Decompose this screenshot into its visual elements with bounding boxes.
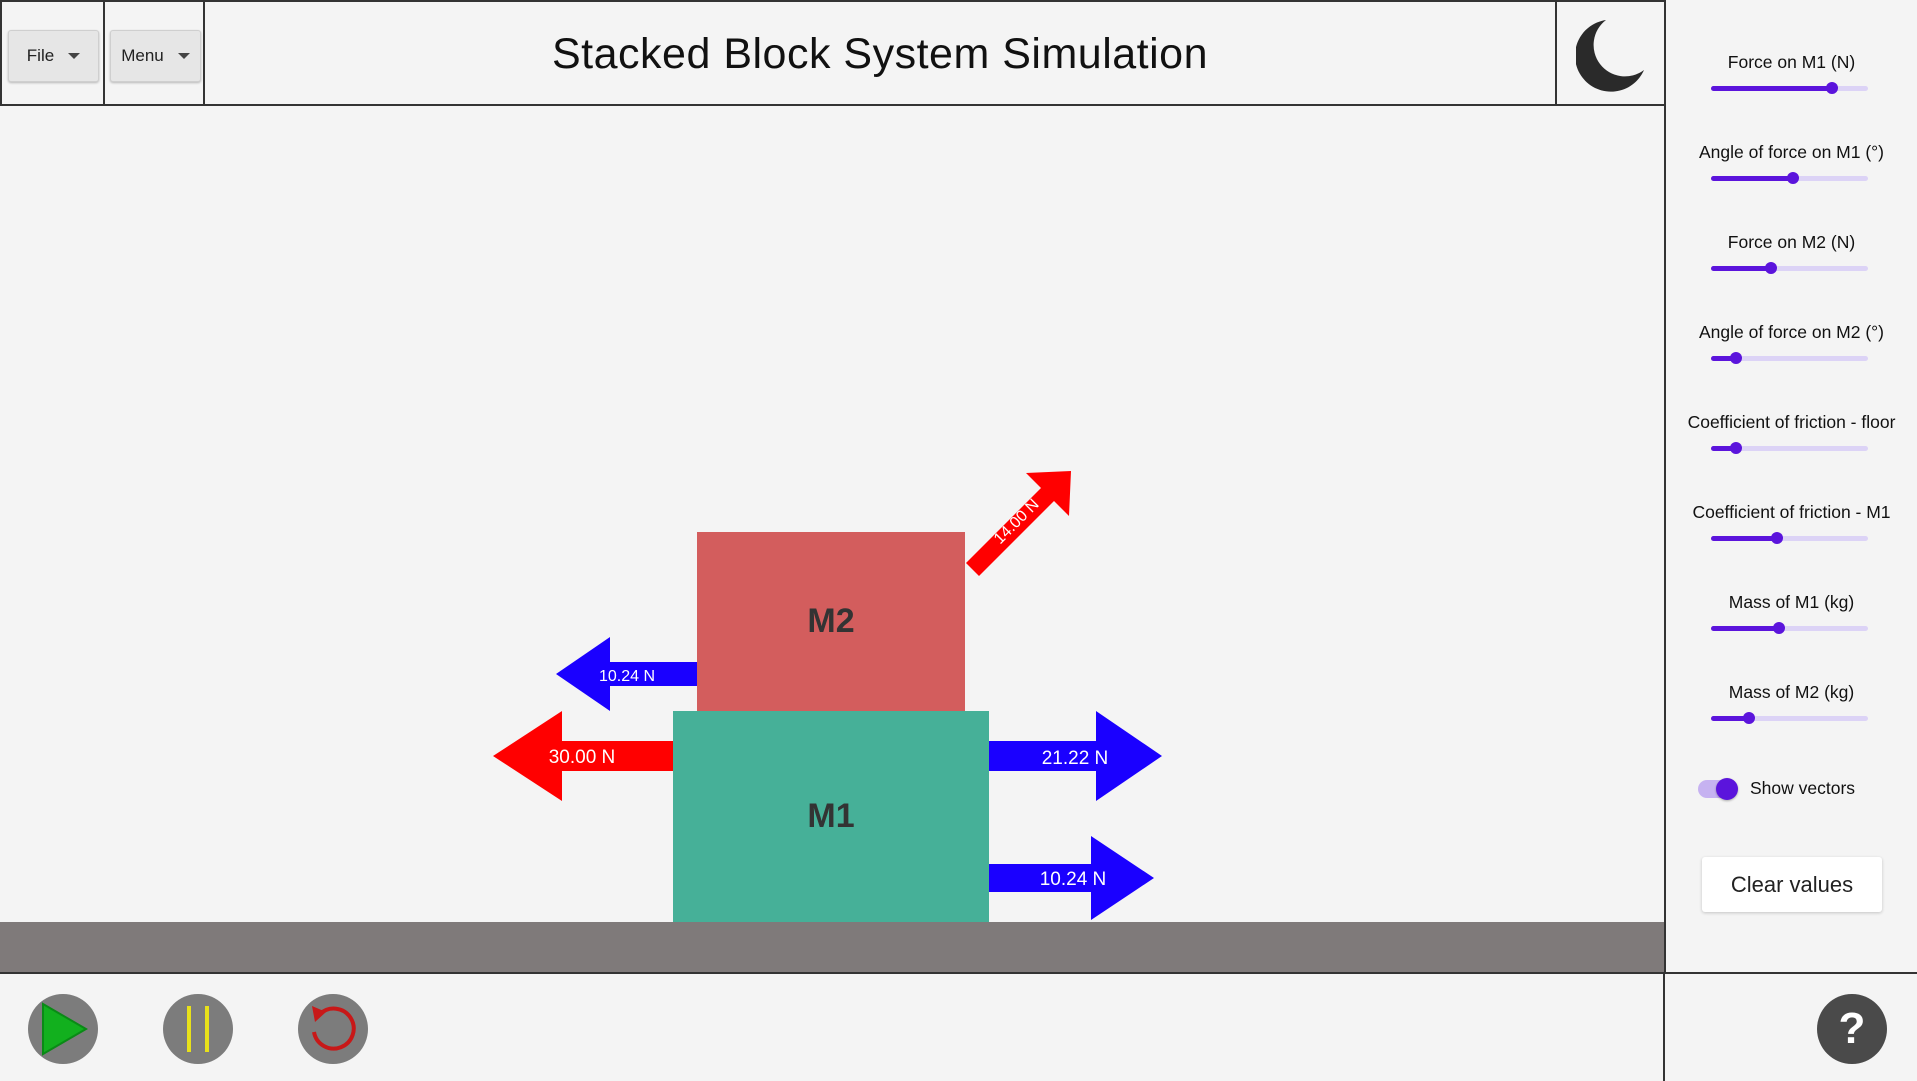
controls-sidebar: Force on M1 (N) Angle of force on M1 (°)… (1664, 0, 1917, 974)
header-bar: File Menu Stacked Block System Simulatio… (0, 0, 1664, 106)
m2-applied-force-label: 14.00 N (991, 496, 1043, 548)
m1-right-upper-vector: 21.22 N (989, 711, 1162, 801)
slider-fill (1711, 176, 1793, 181)
block-m2: M2 (697, 532, 965, 711)
floor (0, 922, 1664, 972)
control-label: Angle of force on M2 (°) (1699, 322, 1884, 342)
force-m1-slider[interactable] (1711, 82, 1868, 94)
block-m1-label: M1 (807, 797, 855, 835)
control-force-m1: Force on M1 (N) (1666, 52, 1917, 73)
slider-thumb[interactable] (1764, 262, 1777, 274)
block-m1: M1 (673, 711, 989, 922)
m1-right-lower-label: 10.24 N (1040, 869, 1107, 890)
slider-fill (1711, 536, 1777, 541)
help-button[interactable]: ? (1817, 994, 1887, 1064)
footer-bar: ? (0, 972, 1917, 1081)
slider-fill (1711, 86, 1832, 91)
block-m2-label: M2 (807, 602, 855, 640)
slider-thumb[interactable] (1772, 622, 1785, 634)
control-mass-m2: Mass of M2 (kg) (1666, 682, 1917, 703)
slider-fill (1711, 446, 1737, 451)
m2-applied-force-vector: 14.00 N (966, 471, 1071, 576)
slider-thumb[interactable] (1730, 442, 1743, 454)
file-menu-button[interactable]: File (8, 30, 99, 82)
reset-button[interactable] (298, 994, 368, 1064)
m2-friction-label: 10.24 N (599, 668, 655, 685)
clear-values-button[interactable]: Clear values (1702, 857, 1882, 912)
slider-thumb[interactable] (1730, 352, 1743, 364)
control-label: Angle of force on M1 (°) (1699, 142, 1884, 162)
footer-divider (1663, 974, 1665, 1081)
control-label: Mass of M1 (kg) (1728, 592, 1855, 612)
toggle-knob (1716, 778, 1738, 800)
header-divider (203, 2, 205, 106)
control-label: Coefficient of friction - M1 (1692, 502, 1891, 522)
m2-friction-vector: 10.24 N (556, 637, 697, 711)
slider-thumb[interactable] (1742, 712, 1755, 724)
play-button[interactable] (28, 994, 98, 1064)
m1-right-lower-vector: 10.24 N (989, 836, 1154, 920)
slider-fill (1711, 356, 1737, 361)
vector-layer: 14.00 N 10.24 N 30.00 N 21.22 N 10.24 N (493, 471, 1162, 920)
angle-m2-slider[interactable] (1711, 352, 1868, 364)
main-menu-button[interactable]: Menu (110, 30, 201, 82)
slider-fill (1711, 266, 1771, 271)
angle-m1-slider[interactable] (1711, 172, 1868, 184)
play-icon (42, 1002, 88, 1056)
show-vectors-label: Show vectors (1750, 778, 1856, 798)
pause-button[interactable] (163, 994, 233, 1064)
chevron-down-icon (68, 53, 81, 59)
m1-applied-force-label: 30.00 N (549, 747, 616, 768)
control-label: Force on M2 (N) (1727, 232, 1856, 252)
m1-applied-force-vector: 30.00 N (493, 711, 673, 801)
file-menu-label: File (26, 46, 55, 65)
control-label: Mass of M2 (kg) (1728, 682, 1855, 702)
friction-floor-slider[interactable] (1711, 442, 1868, 454)
show-vectors-toggle[interactable] (1698, 778, 1738, 800)
control-label: Coefficient of friction - floor (1687, 412, 1896, 432)
control-label: Force on M1 (N) (1727, 52, 1856, 72)
theme-toggle-button[interactable] (1574, 18, 1646, 92)
slider-thumb[interactable] (1825, 82, 1838, 94)
control-angle-m2: Angle of force on M2 (°) (1666, 322, 1917, 343)
slider-thumb[interactable] (1786, 172, 1799, 184)
slider-fill (1711, 716, 1749, 721)
control-mass-m1: Mass of M1 (kg) (1666, 592, 1917, 613)
force-m2-slider[interactable] (1711, 262, 1868, 274)
slider-thumb[interactable] (1770, 532, 1783, 544)
control-angle-m1: Angle of force on M1 (°) (1666, 142, 1917, 163)
friction-m1-slider[interactable] (1711, 532, 1868, 544)
header-divider (1555, 2, 1557, 106)
mass-m2-slider[interactable] (1711, 712, 1868, 724)
chevron-down-icon (177, 53, 190, 59)
mass-m1-slider[interactable] (1711, 622, 1868, 634)
m1-right-upper-label: 21.22 N (1042, 748, 1109, 769)
header-divider (103, 2, 105, 106)
control-friction-floor: Coefficient of friction - floor (1666, 412, 1917, 433)
control-force-m2: Force on M2 (N) (1666, 232, 1917, 253)
control-friction-m1: Coefficient of friction - M1 (1666, 502, 1917, 523)
reset-icon (312, 1006, 356, 1051)
moon-icon (1574, 20, 1644, 92)
slider-fill (1711, 626, 1779, 631)
page-title: Stacked Block System Simulation (552, 29, 1208, 78)
pause-icon (187, 1006, 209, 1052)
main-menu-label: Menu (121, 46, 164, 65)
